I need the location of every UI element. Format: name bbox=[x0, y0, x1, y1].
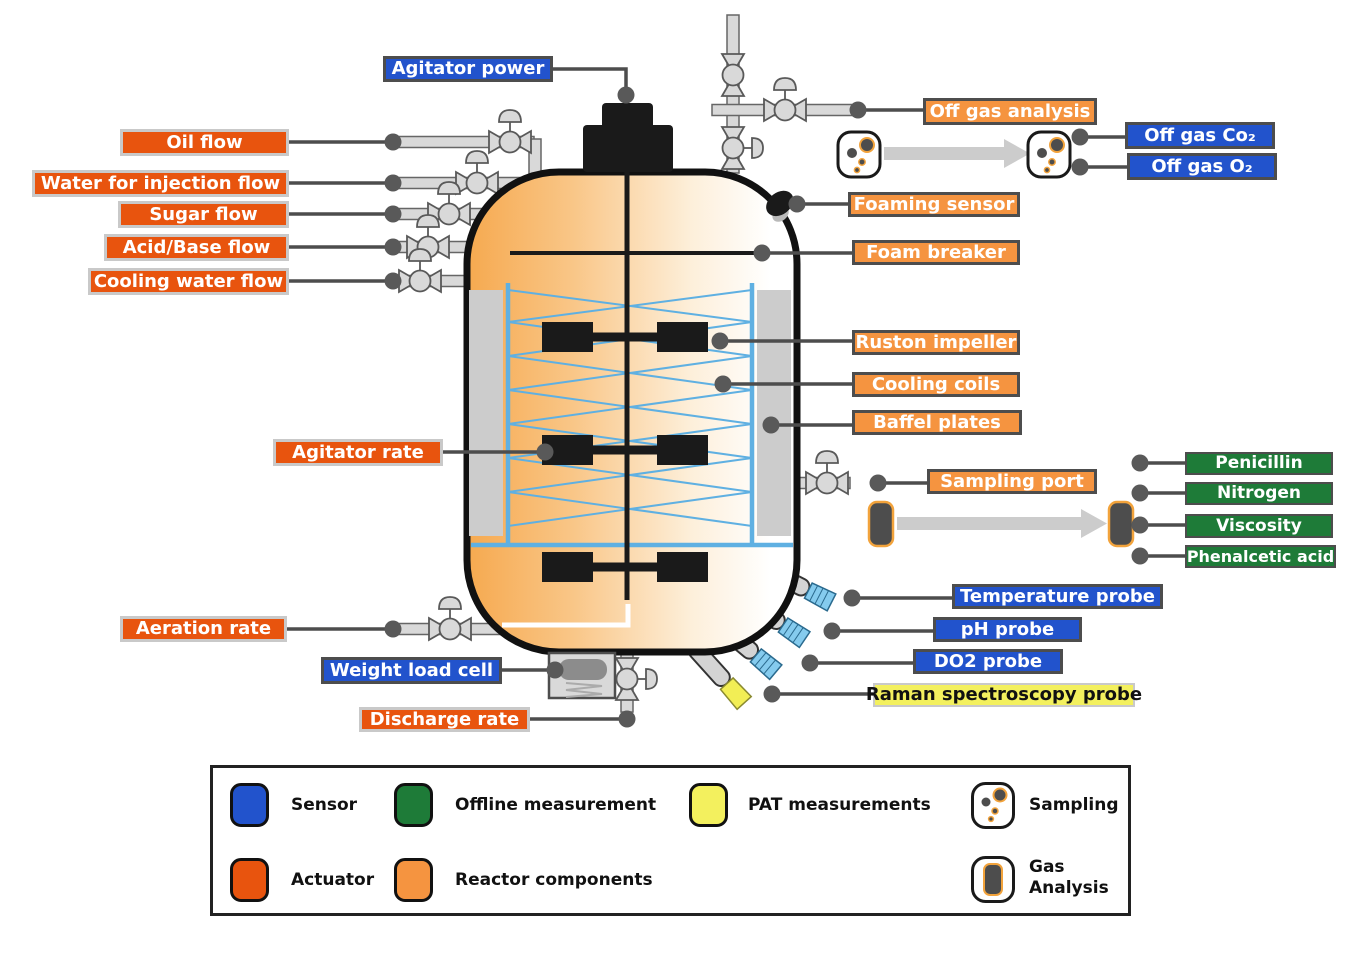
label-cooling-water-flow: Cooling water flow bbox=[88, 268, 289, 295]
legend-label-reactor: Reactor components bbox=[455, 870, 653, 890]
legend-label-sensor: Sensor bbox=[291, 795, 358, 815]
legend-swatch-actuator bbox=[230, 858, 269, 902]
gas-analysis-line1: Gas bbox=[1029, 857, 1065, 877]
legend-label-sampling: Sampling bbox=[1029, 795, 1119, 815]
legend-label-pat: PAT measurements bbox=[748, 795, 931, 815]
sparger bbox=[502, 604, 631, 628]
vent-valve-upper bbox=[721, 53, 745, 97]
sample-vial-left bbox=[867, 500, 895, 548]
sampling-port-valve bbox=[805, 450, 849, 495]
gas-analysis-icon bbox=[971, 856, 1015, 903]
oil-flow-valve bbox=[488, 109, 532, 154]
vent-valve-lower bbox=[721, 126, 764, 170]
legend-label-gas-analysis: Gas Analysis bbox=[1029, 856, 1109, 900]
label-sugar-flow: Sugar flow bbox=[118, 201, 289, 228]
legend-swatch-sensor bbox=[230, 783, 269, 827]
gas-sample-icon-right bbox=[1026, 130, 1072, 179]
aeration-valve bbox=[428, 596, 472, 641]
foaming-sensor-hardware bbox=[766, 190, 794, 222]
label-temperature-probe: Temperature probe bbox=[952, 584, 1163, 609]
label-water-injection: Water for injection flow bbox=[32, 170, 289, 197]
label-off-gas-analysis: Off gas analysis bbox=[923, 98, 1097, 125]
label-ruston-impeller: Ruston impeller bbox=[852, 330, 1020, 355]
sample-arrow bbox=[897, 509, 1107, 538]
reactor-vessel bbox=[463, 168, 801, 656]
label-viscosity: Viscosity bbox=[1185, 514, 1333, 538]
legend-swatch-offline bbox=[394, 783, 433, 827]
ruston-impellers bbox=[542, 322, 708, 582]
label-phenalcetic-acid: Phenalcetic acid bbox=[1185, 545, 1336, 568]
label-off-gas-o2: Off gas O₂ bbox=[1127, 153, 1277, 180]
label-baffel-plates: Baffel plates bbox=[852, 410, 1022, 435]
label-weight-load-cell: Weight load cell bbox=[321, 657, 502, 684]
water-injection-valve bbox=[455, 150, 499, 195]
label-do2-probe: DO2 probe bbox=[913, 649, 1063, 674]
gas-sample-icon-left bbox=[836, 130, 882, 179]
gas-analysis-line2: Analysis bbox=[1029, 878, 1109, 898]
label-ph-probe: pH probe bbox=[933, 617, 1082, 642]
legend: Sensor Offline measurement PAT measureme… bbox=[210, 765, 1131, 916]
connector-dots bbox=[384, 86, 1149, 728]
label-cooling-coils: Cooling coils bbox=[852, 372, 1020, 397]
legend-swatch-pat bbox=[689, 783, 728, 827]
legend-label-offline: Offline measurement bbox=[455, 795, 657, 815]
label-sampling-port: Sampling port bbox=[927, 469, 1097, 494]
label-raman-probe: Raman spectroscopy probe bbox=[865, 683, 1143, 707]
sample-vial-right bbox=[1107, 500, 1135, 548]
label-foaming-sensor: Foaming sensor bbox=[848, 192, 1020, 217]
legend-label-actuator: Actuator bbox=[291, 870, 375, 890]
baffle-plates bbox=[469, 290, 791, 536]
label-oil-flow: Oil flow bbox=[120, 129, 289, 156]
label-aeration-rate: Aeration rate bbox=[120, 616, 287, 642]
legend-swatch-reactor bbox=[394, 858, 433, 902]
label-penicillin: Penicillin bbox=[1185, 452, 1333, 475]
discharge-valve bbox=[615, 657, 658, 701]
label-nitrogen: Nitrogen bbox=[1185, 482, 1333, 505]
label-agitator-power: Agitator power bbox=[383, 56, 553, 82]
label-foam-breaker: Foam breaker bbox=[852, 240, 1020, 265]
connector-lines bbox=[287, 67, 1185, 721]
label-agitator-rate: Agitator rate bbox=[273, 439, 443, 466]
off-gas-valve bbox=[763, 77, 807, 122]
label-discharge-rate: Discharge rate bbox=[359, 707, 530, 732]
sampling-icon bbox=[971, 782, 1015, 829]
agitator-motor bbox=[583, 103, 673, 172]
label-off-gas-co2: Off gas Co₂ bbox=[1125, 122, 1275, 149]
gas-arrow bbox=[884, 139, 1030, 168]
label-acid-base-flow: Acid/Base flow bbox=[104, 234, 289, 261]
